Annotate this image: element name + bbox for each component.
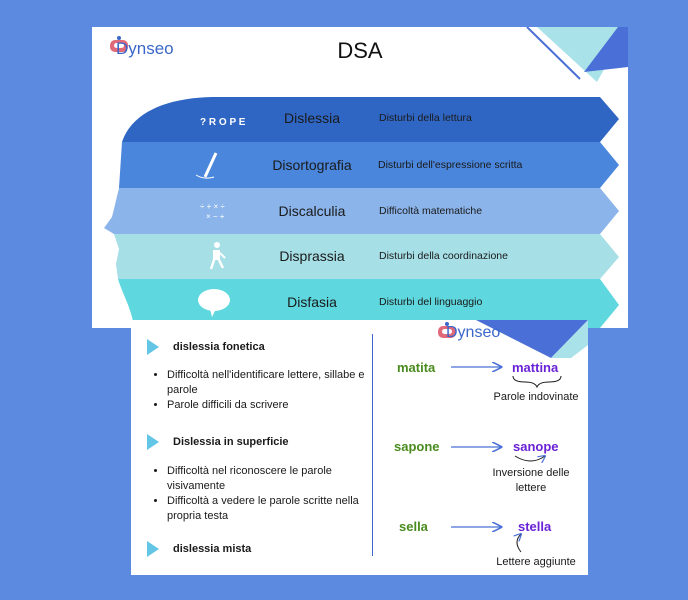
pen-icon (195, 152, 218, 179)
row-band-dislessia (122, 97, 619, 142)
example-result-3: stella (518, 519, 552, 534)
row-band-discalculia (104, 188, 619, 234)
example-original-1: matita (397, 360, 436, 375)
insert-arrow-icon (517, 534, 521, 553)
row-band-disprassia (114, 234, 619, 279)
row-name-disfasia: Disfasia (287, 294, 337, 310)
row-desc-disprassia: Disturbi della coordinazione (379, 250, 508, 262)
row-name-disprassia: Disprassia (279, 248, 345, 264)
head-diagram: ? R O P E ÷ + × ÷ × − + (104, 27, 628, 328)
list-item: Difficoltà nell'identificare lettere, si… (167, 368, 372, 398)
chevron-right-icon (147, 339, 159, 355)
svg-text:× − +: × − + (206, 212, 225, 221)
example-result-2: sanope (513, 439, 559, 454)
corner-decoration-stripe (584, 27, 628, 72)
dsa-overview-card: Dynseo DSA ? R O P E ÷ + × ÷ × − + (92, 27, 628, 328)
chevron-right-icon (147, 434, 159, 450)
dyslexia-types-card: Dynseo dislessia fonetica Difficoltà nel… (131, 320, 588, 575)
brand-logo: Dynseo (116, 39, 174, 58)
example-note-3: Lettere aggiunte (496, 556, 576, 568)
corner-decoration (537, 27, 628, 82)
speech-bubble-icon (198, 289, 230, 317)
svg-text:? R O P E: ? R O P E (200, 117, 246, 128)
corner-decoration-line (526, 27, 581, 80)
row-name-dislessia: Dislessia (283, 110, 340, 126)
row-desc-disfasia: Disturbi del linguaggio (379, 296, 483, 308)
dynseo-robot-icon (110, 36, 128, 52)
row-name-discalculia: Discalculia (278, 203, 346, 219)
row-band-disfasia (118, 279, 619, 328)
svg-text:÷ + × ÷: ÷ + × ÷ (200, 202, 225, 211)
row-desc-disortografia: Disturbi dell'espressione scritta (378, 159, 523, 171)
dynseo-robot-icon (438, 322, 456, 338)
letters-icon: ? R O P E (200, 117, 246, 128)
swap-arc-icon (514, 456, 545, 461)
example-result-1: mattina (512, 360, 559, 375)
list-item: Difficoltà nel riconoscere le parole vis… (167, 464, 372, 494)
example-note-1: Parole indovinate (493, 391, 579, 403)
brand-logo: Dynseo (446, 324, 501, 341)
section-title-fonetica: dislessia fonetica (173, 341, 265, 353)
section-title-superficie: Dislessia in superficie (173, 436, 289, 448)
row-desc-dislessia: Disturbi della lettura (379, 112, 472, 124)
math-symbols-icon: ÷ + × ÷ × − + (200, 202, 225, 221)
column-divider (372, 334, 373, 556)
list-item: Difficoltà a vedere le parole scritte ne… (167, 494, 372, 524)
chevron-right-icon (147, 541, 159, 557)
page-title: DSA (337, 38, 383, 63)
example-original-2: sapone (394, 439, 440, 454)
example-note-2: Inversione delle lettere (492, 467, 570, 494)
row-name-disortografia: Disortografia (272, 157, 352, 173)
list-item: Parole difficili da scrivere (167, 398, 372, 413)
corner-decoration-bottom (476, 320, 588, 358)
bullet-list-fonetica: Difficoltà nell'identificare lettere, si… (153, 368, 372, 413)
person-balance-icon (209, 242, 226, 270)
row-desc-discalculia: Difficoltà matematiche (379, 205, 483, 217)
bullet-list-superficie: Difficoltà nel riconoscere le parole vis… (153, 464, 372, 524)
example-original-3: sella (399, 519, 428, 534)
row-band-disortografia (119, 142, 619, 188)
section-title-mista: dislessia mista (173, 543, 252, 555)
